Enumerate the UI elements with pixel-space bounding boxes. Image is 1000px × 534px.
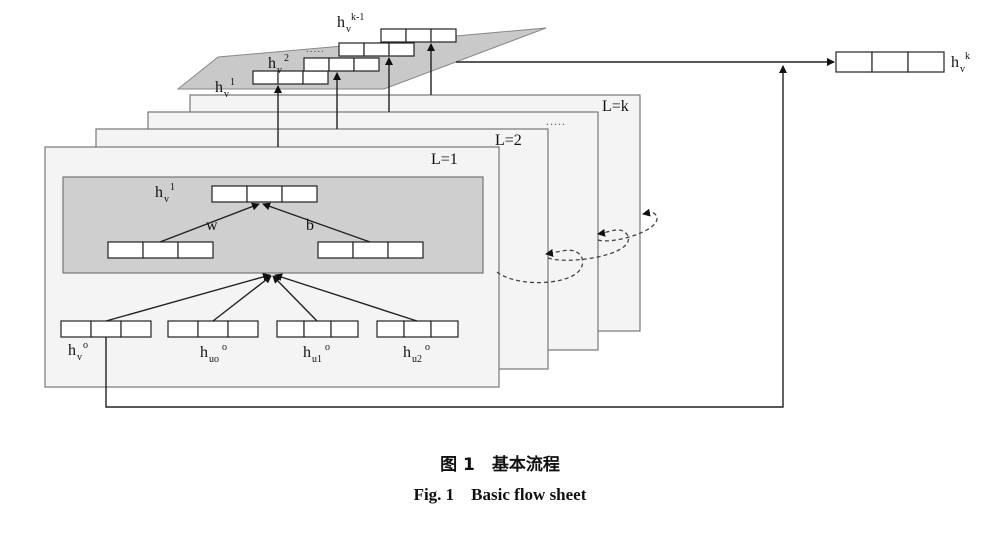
final-output-label: h v k [951,51,970,75]
svg-text:o: o [325,342,330,353]
svg-text:o: o [222,342,227,353]
svg-text:v: v [346,24,351,35]
layer-label-1: L=1 [431,151,458,168]
vector-cells [60,28,945,338]
svg-text:v: v [960,64,965,75]
weight-label: w [206,217,218,234]
inner-arrows [159,202,371,243]
svg-text:v: v [224,89,229,100]
skip-connection [105,58,835,408]
svg-text:h: h [268,55,276,72]
recurrent-dashed-loops [496,208,658,284]
svg-text:h: h [403,344,411,361]
svg-text:h: h [68,342,76,359]
stack-label-hvk-1: h v k-1 [337,12,364,35]
svg-text:h: h [303,344,311,361]
svg-text:h: h [215,79,223,96]
svg-text:h: h [951,54,959,71]
stack-label-hv2: h v 2 [268,53,289,76]
svg-text:h: h [155,184,163,201]
svg-text:u2: u2 [412,354,422,365]
caption-english: Fig. 1 Basic flow sheet [414,485,587,504]
svg-text:uo: uo [209,354,219,365]
input-arrows [105,273,418,322]
inner-output-label: h v 1 [155,182,175,205]
layer-ellipsis: ..... [546,114,566,128]
svg-text:k: k [965,51,970,62]
stack-label-hv1: h v 1 [215,77,235,100]
svg-text:u1: u1 [312,354,322,365]
input-label-huo: h uo o [200,342,227,365]
layer-label-k: L=k [602,98,629,115]
svg-text:h: h [337,14,345,31]
svg-text:k-1: k-1 [351,12,364,23]
svg-text:v: v [77,352,82,363]
svg-text:v: v [164,194,169,205]
svg-text:h: h [200,344,208,361]
input-label-hu2: h u2 o [403,342,430,365]
stack-ellipsis: ..... [306,43,325,55]
svg-text:1: 1 [170,182,175,193]
bias-label: b [306,217,314,234]
svg-text:1: 1 [230,77,235,88]
input-label-hu1: h u1 o [303,342,330,365]
svg-text:2: 2 [284,53,289,64]
caption-chinese: 图 1 基本流程 [440,454,560,475]
svg-text:o: o [425,342,430,353]
layer-label-2: L=2 [495,132,522,149]
input-label-hv0: h v o [68,340,88,363]
stack-arrows [274,43,435,147]
svg-text:v: v [277,65,282,76]
svg-text:o: o [83,340,88,351]
